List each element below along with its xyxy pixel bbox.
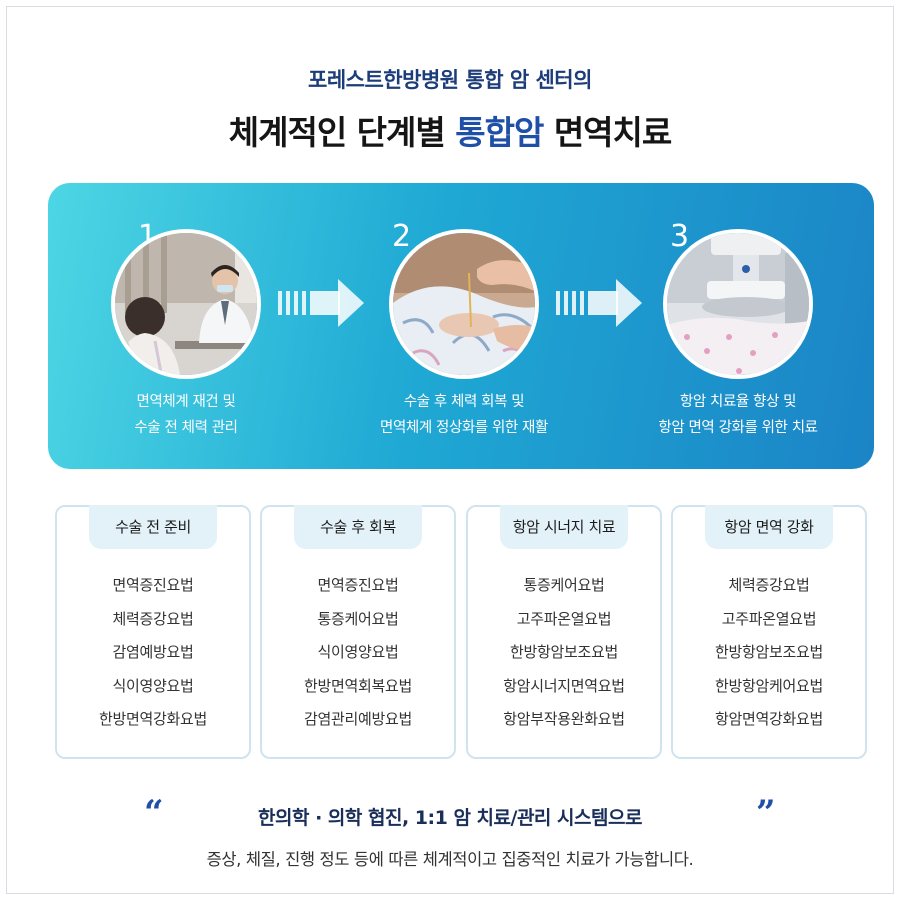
title-highlight: 통합암 <box>455 113 544 152</box>
list-item: 면역증진요법 <box>317 576 399 594</box>
list-item: 한방항암보조요법 <box>714 643 823 661</box>
list-item: 고주파온열요법 <box>721 609 817 628</box>
footer-headline: 한의학 · 의학 협진, 1:1 암 치료/관리 시스템으로 <box>258 807 642 829</box>
list-item: 감염관리예방요법 <box>303 710 412 728</box>
consultation-photo <box>111 229 261 379</box>
list-item: 한방면역강화요법 <box>98 710 207 728</box>
step-2: 2 수술 후 체력 회복 및 면역체계 정상화를 위한 재활 <box>344 183 584 469</box>
step-1: 1 면역체계 재건 및 <box>66 183 306 469</box>
list-item: 식이영양요법 <box>112 676 194 695</box>
hyperthermia-photo <box>663 229 813 379</box>
program-card-title: 항암 시너지 치료 <box>500 505 628 549</box>
list-item: 면역증진요법 <box>112 576 194 594</box>
step-description-line: 수술 후 체력 회복 및 <box>403 394 525 410</box>
acupuncture-photo <box>389 229 539 379</box>
step-description: 항암 치료율 향상 및 항암 면역 강화를 위한 치료 <box>618 389 858 441</box>
list-item: 체력증강요법 <box>112 609 194 628</box>
arrow-right-icon <box>278 279 364 327</box>
list-item: 한방면역회복요법 <box>303 676 412 695</box>
list-item: 통증케어요법 <box>523 576 605 594</box>
list-item: 항암부작용완화요법 <box>503 710 625 728</box>
program-card-post-surgery: 수술 후 회복 면역증진요법 통증케어요법 식이영양요법 한방면역회복요법 감염… <box>260 505 456 759</box>
program-list: 통증케어요법 고주파온열요법 한방항암보조요법 항암시너지면역요법 항암부작용완… <box>468 574 660 742</box>
title-suffix: 면역치료 <box>543 113 672 152</box>
program-list: 체력증강요법 고주파온열요법 한방항암보조요법 한방항암케어요법 항암면역강화요… <box>673 574 865 742</box>
open-quote-icon: “ <box>144 793 164 833</box>
step-3: 3 항암 치료율 향상 및 항암 면역 강화를 위한 <box>618 183 858 469</box>
program-card-immunity-boost: 항암 면역 강화 체력증강요법 고주파온열요법 한방항암보조요법 한방항암케어요… <box>671 505 867 759</box>
step-description-line: 면역체계 재건 및 <box>136 394 236 410</box>
list-item: 체력증강요법 <box>728 576 810 594</box>
step-description-line: 항암 면역 강화를 위한 치료 <box>658 420 818 436</box>
list-item: 항암면역강화요법 <box>714 710 823 728</box>
program-card-chemo-synergy: 항암 시너지 치료 통증케어요법 고주파온열요법 한방항암보조요법 항암시너지면… <box>466 505 662 759</box>
program-list: 면역증진요법 통증케어요법 식이영양요법 한방면역회복요법 감염관리예방요법 <box>262 574 454 742</box>
step-number: 3 <box>670 219 690 254</box>
list-item: 한방항암케어요법 <box>714 676 823 695</box>
page-title: 체계적인 단계별 통합암 면역치료 <box>0 106 900 154</box>
list-item: 한방항암보조요법 <box>509 643 618 661</box>
steps-banner: 1 면역체계 재건 및 <box>48 183 874 469</box>
program-card-title: 수술 전 준비 <box>89 505 217 549</box>
page-frame <box>6 6 894 894</box>
program-card-title: 수술 후 회복 <box>294 505 422 549</box>
list-item: 감염예방요법 <box>112 643 194 661</box>
page-subtitle: 포레스트한방병원 통합 암 센터의 <box>308 68 592 92</box>
step-description: 수술 후 체력 회복 및 면역체계 정상화를 위한 재활 <box>344 389 584 441</box>
list-item: 통증케어요법 <box>317 609 399 628</box>
list-item: 식이영양요법 <box>317 643 399 661</box>
step-description-line: 항암 치료율 향상 및 <box>679 394 797 410</box>
step-description-line: 수술 전 체력 관리 <box>134 420 238 436</box>
program-card-title: 항암 면역 강화 <box>705 505 833 549</box>
footer-description: 증상, 체질, 진행 정도 등에 따른 체계적이고 집중적인 치료가 가능합니다… <box>206 850 694 869</box>
step-description-line: 면역체계 정상화를 위한 재활 <box>380 420 548 436</box>
arrow-right-icon <box>556 279 642 327</box>
title-prefix: 체계적인 단계별 <box>228 113 456 152</box>
list-item: 고주파온열요법 <box>516 609 612 628</box>
step-number: 2 <box>392 219 412 254</box>
list-item: 항암시너지면역요법 <box>503 676 625 695</box>
close-quote-icon: ” <box>756 793 776 833</box>
program-card-pre-surgery: 수술 전 준비 면역증진요법 체력증강요법 감염예방요법 식이영양요법 한방면역… <box>55 505 251 759</box>
program-list: 면역증진요법 체력증강요법 감염예방요법 식이영양요법 한방면역강화요법 <box>57 574 249 742</box>
step-description: 면역체계 재건 및 수술 전 체력 관리 <box>66 389 306 441</box>
